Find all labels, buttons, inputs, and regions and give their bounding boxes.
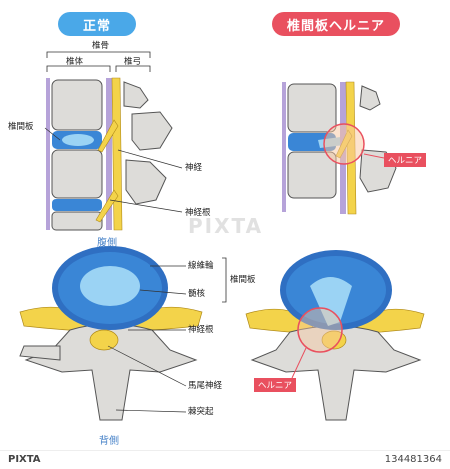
- label-annulus-fibrosus: 線維輪: [188, 261, 214, 271]
- label-vertebral-body: 椎体: [66, 57, 84, 67]
- hernia-tag-top: ヘルニア: [384, 153, 427, 167]
- footer-image-id: 134481364: [384, 454, 442, 465]
- label-nucleus-pulposus: 髄核: [188, 289, 206, 299]
- normal-header: 正常: [58, 12, 136, 36]
- hernia-axial-view: [245, 250, 425, 421]
- hernia-sagittal-view: [282, 81, 397, 215]
- footer-brand: PIXTA: [8, 454, 41, 465]
- watermark: PIXTA: [188, 214, 264, 238]
- label-vertebra: 椎骨: [92, 41, 110, 51]
- label-dorsal: 背側: [99, 436, 119, 447]
- hernia-header: 椎間板ヘルニア: [272, 12, 400, 36]
- label-vertebral-arch: 椎弓: [124, 57, 142, 67]
- label-cauda-equina: 馬尾神経: [188, 381, 223, 391]
- label-intervertebral-disc: 椎間板: [8, 122, 34, 132]
- normal-sagittal-view: [44, 51, 183, 231]
- label-ventral: 腹側: [97, 238, 117, 249]
- footer-bar: PIXTA 134481364: [0, 450, 450, 469]
- label-nerve: 神経: [185, 163, 203, 173]
- label-intervertebral-disc-group: 椎間板: [230, 275, 256, 285]
- label-nerve-root-axial: 神経根: [188, 325, 214, 335]
- label-nerve-root: 神経根: [185, 208, 211, 218]
- hernia-tag-bottom: ヘルニア: [254, 378, 297, 392]
- normal-axial-view: [19, 246, 227, 421]
- label-spinous-process: 棘突起: [188, 407, 214, 417]
